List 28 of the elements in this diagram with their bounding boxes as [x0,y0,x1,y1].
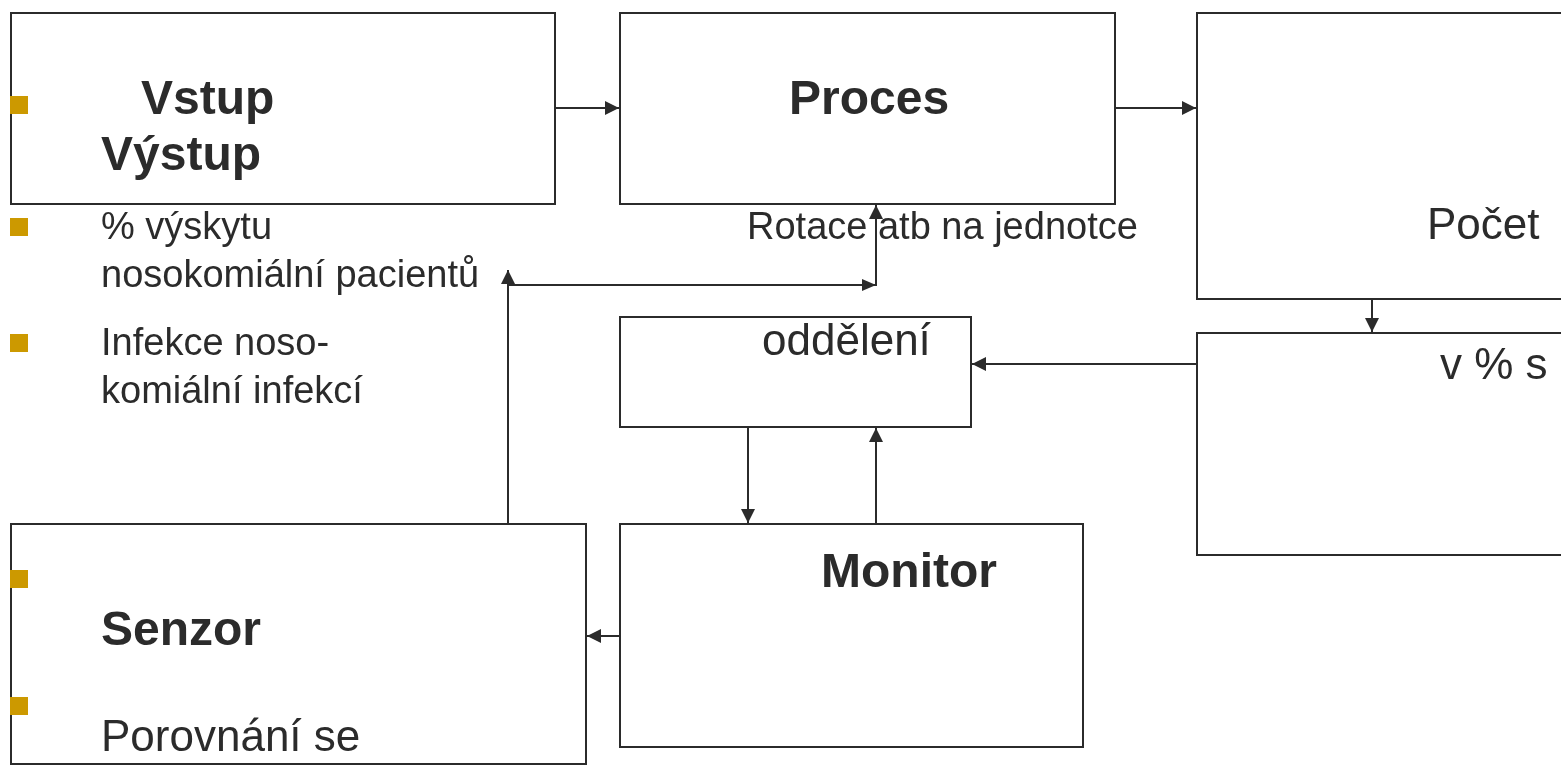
box-title: Vstup [141,72,275,124]
arrow [507,204,883,291]
box-text: Počet [1427,198,1540,250]
box-text: v % s [1440,338,1548,390]
arrow [971,357,1197,371]
arrow [501,269,515,524]
process-box [619,523,1084,748]
bullet-text: % výskytu nosokomiální pacientů [101,204,481,297]
box-title: Monitor [821,545,997,597]
arrow [869,427,883,524]
arrow [555,101,620,115]
box-title: Senzor [101,603,262,655]
box-title: Výstup [101,128,262,180]
process-box [1196,12,1561,300]
arrow [1115,101,1197,115]
process-box [619,316,972,428]
process-box [10,12,556,205]
arrow [1365,299,1379,333]
box-text: Porovnání se [101,710,361,762]
process-box [619,12,1116,205]
arrow [741,427,755,524]
bullet-text: Infekce noso- komiální infekcí [101,320,364,413]
box-text: oddělení [762,314,931,366]
process-box [10,523,587,765]
bullet-text: Rotace atb na jednotce [747,204,1139,249]
box-title: Proces [789,72,950,124]
arrow [586,629,620,643]
process-box [1196,332,1561,556]
